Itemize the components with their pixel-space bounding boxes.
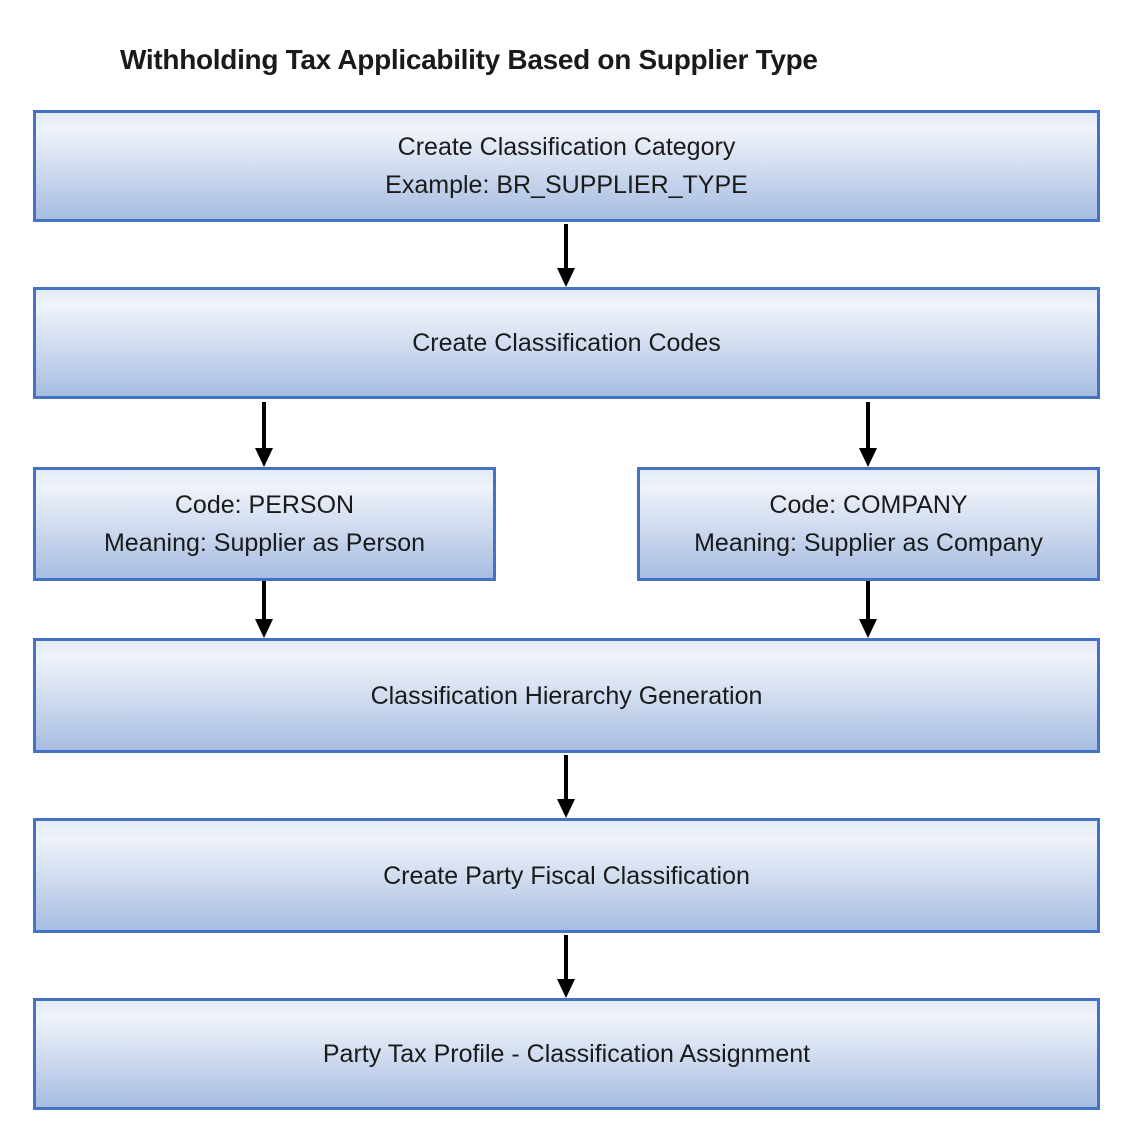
node-label-line: Create Party Fiscal Classification — [383, 861, 750, 890]
arrow-shaft — [564, 224, 568, 268]
arrow-head-icon — [557, 979, 575, 998]
node-label-line: Create Classification Category — [397, 133, 736, 161]
node-create-party-fiscal-classification: Create Party Fiscal Classification — [33, 818, 1100, 933]
node-classification-hierarchy-generation: Classification Hierarchy Generation — [33, 638, 1100, 753]
node-create-classification-category: Create Classification Category Example: … — [33, 110, 1100, 222]
arrow-head-icon — [255, 448, 273, 467]
arrow-head-icon — [557, 799, 575, 818]
arrow-shaft — [866, 402, 870, 448]
node-label-line: Party Tax Profile - Classification Assig… — [322, 1040, 811, 1068]
arrow-shaft — [262, 581, 266, 619]
node-label-line: Code: PERSON — [174, 491, 355, 519]
arrow-company-to-hierarchy — [859, 581, 877, 638]
node-code-person: Code: PERSON Meaning: Supplier as Person — [33, 467, 496, 581]
arrow-shaft — [564, 935, 568, 979]
diagram-title: Withholding Tax Applicability Based on S… — [120, 44, 818, 75]
arrow-shaft — [262, 402, 266, 448]
node-create-classification-codes: Create Classification Codes — [33, 287, 1100, 399]
arrow-codes-to-company — [859, 402, 877, 467]
node-label-line: Example: BR_SUPPLIER_TYPE — [385, 171, 748, 199]
arrow-shaft — [564, 755, 568, 799]
node-label-line: Create Classification Codes — [412, 329, 721, 357]
arrow-head-icon — [859, 448, 877, 467]
arrow-codes-to-person — [255, 402, 273, 467]
node-party-tax-profile: Party Tax Profile - Classification Assig… — [33, 998, 1100, 1110]
node-label-line: Code: COMPANY — [769, 491, 968, 519]
arrow-head-icon — [859, 619, 877, 638]
node-label-line: Classification Hierarchy Generation — [370, 681, 763, 710]
arrow-shaft — [866, 581, 870, 619]
arrow-head-icon — [557, 268, 575, 287]
node-label-line: Meaning: Supplier as Person — [103, 529, 426, 557]
arrow-person-to-hierarchy — [255, 581, 273, 638]
node-code-company: Code: COMPANY Meaning: Supplier as Compa… — [637, 467, 1100, 581]
node-label-line: Meaning: Supplier as Company — [694, 529, 1043, 557]
arrow-category-to-codes — [557, 224, 575, 287]
arrow-fiscal-to-profile — [557, 935, 575, 998]
arrow-head-icon — [255, 619, 273, 638]
arrow-hierarchy-to-fiscal — [557, 755, 575, 818]
